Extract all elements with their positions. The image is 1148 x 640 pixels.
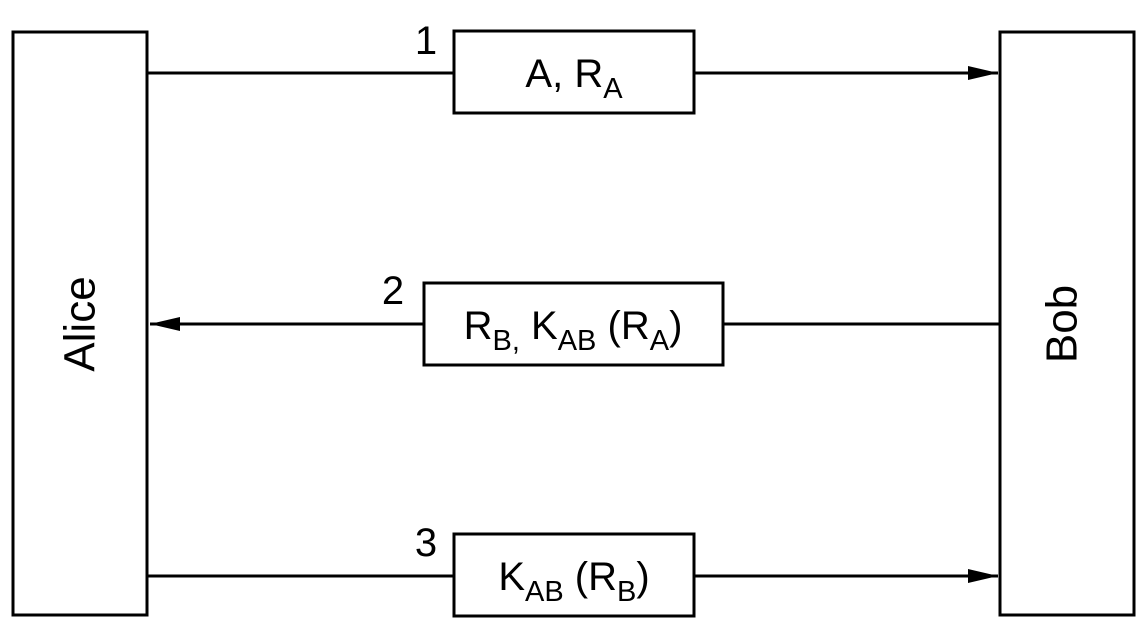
message-text-part: K (498, 555, 525, 599)
message-text-part: R (464, 304, 493, 348)
party-bob: Bob (998, 30, 1136, 617)
message-3-step-number: 3 (415, 521, 437, 565)
alice-label: Alice (56, 276, 105, 371)
message-3-text: KAB (RB) (498, 555, 649, 608)
subscript-text: B, (493, 325, 520, 357)
bob-label: Bob (1038, 285, 1087, 363)
message-text-part: K (520, 304, 558, 348)
message-3: 3 KAB (RB) (147, 521, 998, 618)
subscript-text: AB (525, 576, 564, 608)
message-text-part: ) (636, 555, 649, 599)
message-text-part: A, R (525, 52, 603, 96)
subscript-text: AB (558, 325, 597, 357)
message-2-step-number: 2 (382, 269, 404, 313)
message-text-part: ) (669, 304, 682, 348)
subscript-text: A (650, 325, 670, 357)
message-2-text: RB, KAB (RA) (464, 304, 683, 357)
bob-box (998, 30, 1136, 617)
message-2-box (422, 281, 725, 367)
party-alice: Alice (11, 30, 149, 617)
message-1-step-number: 1 (415, 19, 437, 63)
message-3-box (452, 532, 696, 618)
message-1: 1 A, RA (147, 19, 998, 115)
message-text-part: (R (596, 304, 649, 348)
message-1-text: A, RA (525, 52, 623, 105)
alice-box (11, 30, 149, 617)
message-1-box (452, 29, 696, 115)
message-text-part: (R (564, 555, 617, 599)
subscript-text: B (617, 576, 636, 608)
subscript-text: A (603, 73, 623, 105)
message-2: 2 RB, KAB (RA) (150, 269, 1000, 367)
